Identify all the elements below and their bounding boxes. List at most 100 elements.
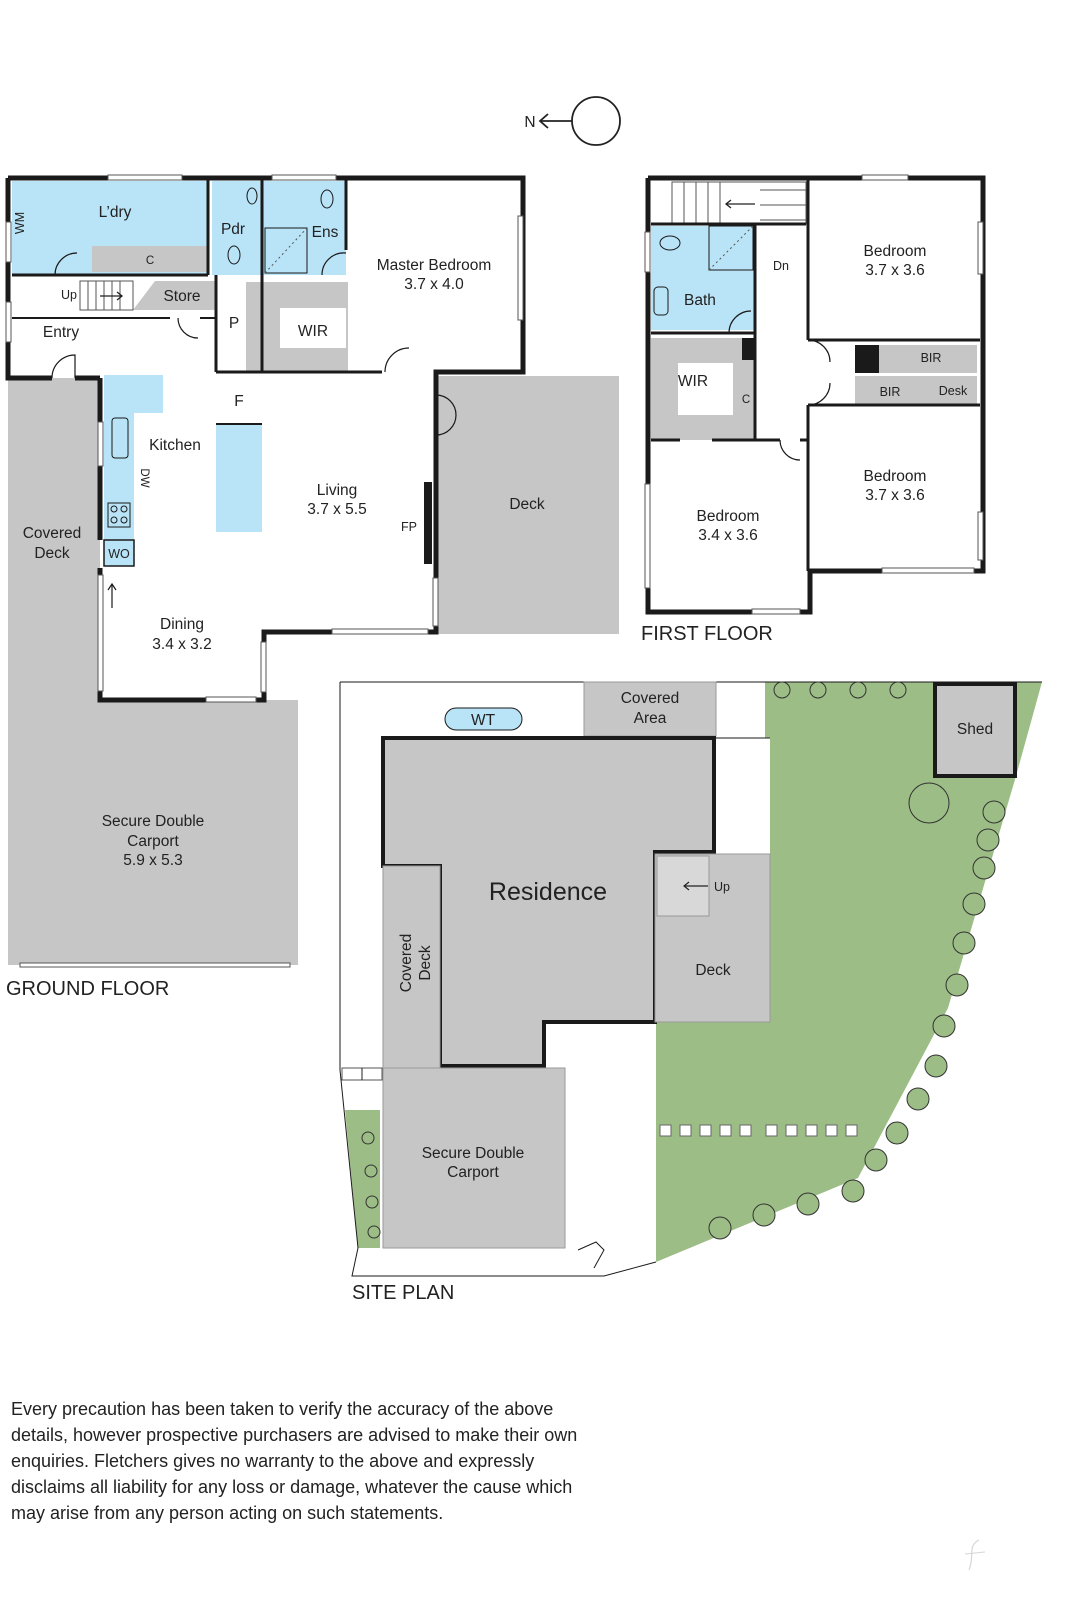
room-label: Kitchen [149,437,201,454]
window [644,483,651,589]
room-label: Living [317,482,358,499]
bathroom-area [651,226,755,330]
room-label: BIR [921,351,942,365]
site-label: Deck [417,945,434,981]
window [751,608,801,615]
room-label: F [234,393,243,410]
window [205,696,257,703]
toilet-icon [227,187,334,265]
carport-door [19,962,291,968]
room-dimensions: 3.7 x 3.6 [865,262,924,279]
window [107,174,183,181]
room-label: C [742,394,750,406]
room-label: Carport [127,833,179,850]
room-label: Master Bedroom [377,257,492,274]
fireplace-icon [424,482,432,564]
entry-door-icon [51,354,76,379]
window [331,628,429,635]
floor-heading: SITE PLAN [352,1282,454,1304]
room-label: P [229,315,239,332]
shed [933,682,1017,778]
deck-site [654,853,771,1023]
window [5,221,12,263]
window [432,577,439,627]
deck-double-door-icon [435,394,457,436]
room-dimensions: 5.9 x 5.3 [123,852,182,869]
stairs-icon [79,280,134,311]
first-floor-plan: Dn Bath Bedroom 3.7 x 3.6 BIR BIR Desk W… [641,174,986,645]
store-door-icon [177,317,199,339]
room-label: Bedroom [697,508,760,525]
master-door-icon [384,347,410,373]
powder-room-area [212,181,262,275]
bir-desk [855,376,977,404]
room-label: Ens [312,224,339,241]
room-label: Bedroom [864,243,927,260]
room-label: Up [61,288,77,302]
kitchen-bench-side [104,375,134,565]
room-label: BIR [880,385,901,399]
fletchers-logo-watermark [964,1539,986,1571]
vanity-icon [653,286,669,316]
bath-door-icon [728,310,752,334]
window [260,641,267,693]
carport-area [8,700,298,965]
window [97,421,104,467]
window [517,215,524,321]
deck-area [437,376,619,634]
site-label: Up [714,880,730,894]
site-label: WT [471,712,496,729]
kitchen-island [216,424,262,532]
room-label: Desk [939,384,968,398]
room-label: Secure Double [102,813,205,830]
window [977,511,984,561]
room-label: Store [163,288,200,305]
room-label: Entry [43,324,79,341]
cooktop-icon [107,502,131,528]
shrub-icon [361,681,1006,1240]
window [97,574,104,692]
window [5,301,12,343]
water-tank [444,707,523,731]
site-label: Carport [447,1164,499,1181]
site-label: Residence [489,878,607,906]
room-label: WM [13,212,27,234]
bedroom-door-icon [807,339,831,363]
shower-icon [708,225,754,271]
room-label: L’dry [99,204,132,221]
laundry-door-icon [54,252,78,276]
room-label: Deck [509,496,545,513]
room-dimensions: 3.7 x 5.5 [307,501,366,518]
bedroom-door-icon [807,382,831,406]
room-dimensions: 3.7 x 3.6 [865,487,924,504]
site-label: Secure Double [422,1145,525,1162]
room-label: WIR [298,323,328,340]
room-label: WIR [678,373,708,390]
gate-icon [577,1241,605,1269]
covered-area [583,681,717,737]
floor-heading: GROUND FLOOR [6,978,169,1000]
site-label: Area [634,710,667,727]
room-dimensions: 3.4 x 3.2 [152,636,211,653]
room-label: FP [401,520,417,534]
room-label: Dining [160,616,204,633]
shower-icon [264,227,308,274]
lawn-area-small [345,1110,380,1248]
stepping-stones [659,1124,858,1137]
window [977,221,984,275]
bedroom-door-icon [779,439,801,461]
site-label: Covered [398,934,415,993]
ground-floor-plan: WM L’dry C Pdr Ens Master Bedroom 3.7 x … [5,174,619,1000]
window [644,231,651,273]
room-label: Covered [23,525,82,542]
toilet-icon [659,235,681,251]
room-label: Bath [684,292,716,309]
disclaimer-text: Every precaution has been taken to verif… [11,1399,578,1523]
laundry-cupboard [92,246,207,272]
room-label: Deck [34,545,70,562]
floor-heading: FIRST FLOOR [641,623,773,645]
room-label: C [146,255,154,267]
site-label: Shed [957,721,993,738]
carport-site [382,1067,566,1249]
